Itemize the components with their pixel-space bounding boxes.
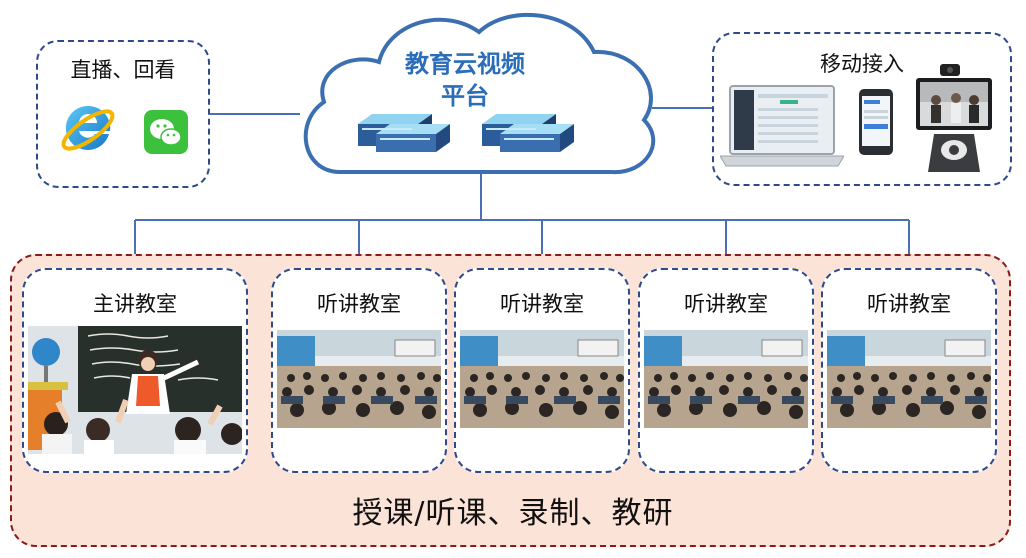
laptop-icon (720, 85, 844, 167)
classroom-card-listen: 听讲教室 (821, 268, 997, 473)
listening-classroom-photo (460, 330, 624, 428)
video-terminal-icon (916, 64, 992, 172)
classroom-title: 听讲教室 (317, 292, 401, 316)
classroom-title: 听讲教室 (684, 292, 768, 316)
classroom-title: 听讲教室 (867, 292, 951, 316)
classroom-title: 听讲教室 (500, 292, 584, 316)
zone-caption: 授课/听课、录制、教研 (352, 496, 674, 531)
classroom-card-listen: 听讲教室 (638, 268, 814, 473)
mobile-access-box: 移动接入 (712, 32, 1012, 186)
mobile-access-title: 移动接入 (820, 52, 904, 76)
main-classroom-photo (28, 326, 242, 454)
ie-browser-icon (61, 105, 115, 151)
classroom-card-listen: 听讲教室 (454, 268, 630, 473)
cloud-title-line2: 平台 (441, 82, 489, 110)
listening-classroom-photo (827, 330, 991, 428)
classroom-card-listen: 听讲教室 (271, 268, 447, 473)
server-rack-icon (358, 114, 450, 152)
teacher-at-blackboard-image (28, 326, 242, 454)
listening-classroom-photo (644, 330, 808, 428)
server-rack-icon (482, 114, 574, 152)
live-playback-box: 直播、回看 (36, 40, 210, 188)
listening-classroom-photo (277, 330, 441, 428)
phone-icon (859, 89, 893, 155)
wechat-icon (144, 110, 188, 154)
live-playback-title: 直播、回看 (70, 58, 176, 82)
classroom-card-main: 主讲教室 (22, 268, 248, 473)
classroom-title: 主讲教室 (93, 292, 177, 316)
cloud-title-line1: 教育云视频 (405, 50, 525, 78)
